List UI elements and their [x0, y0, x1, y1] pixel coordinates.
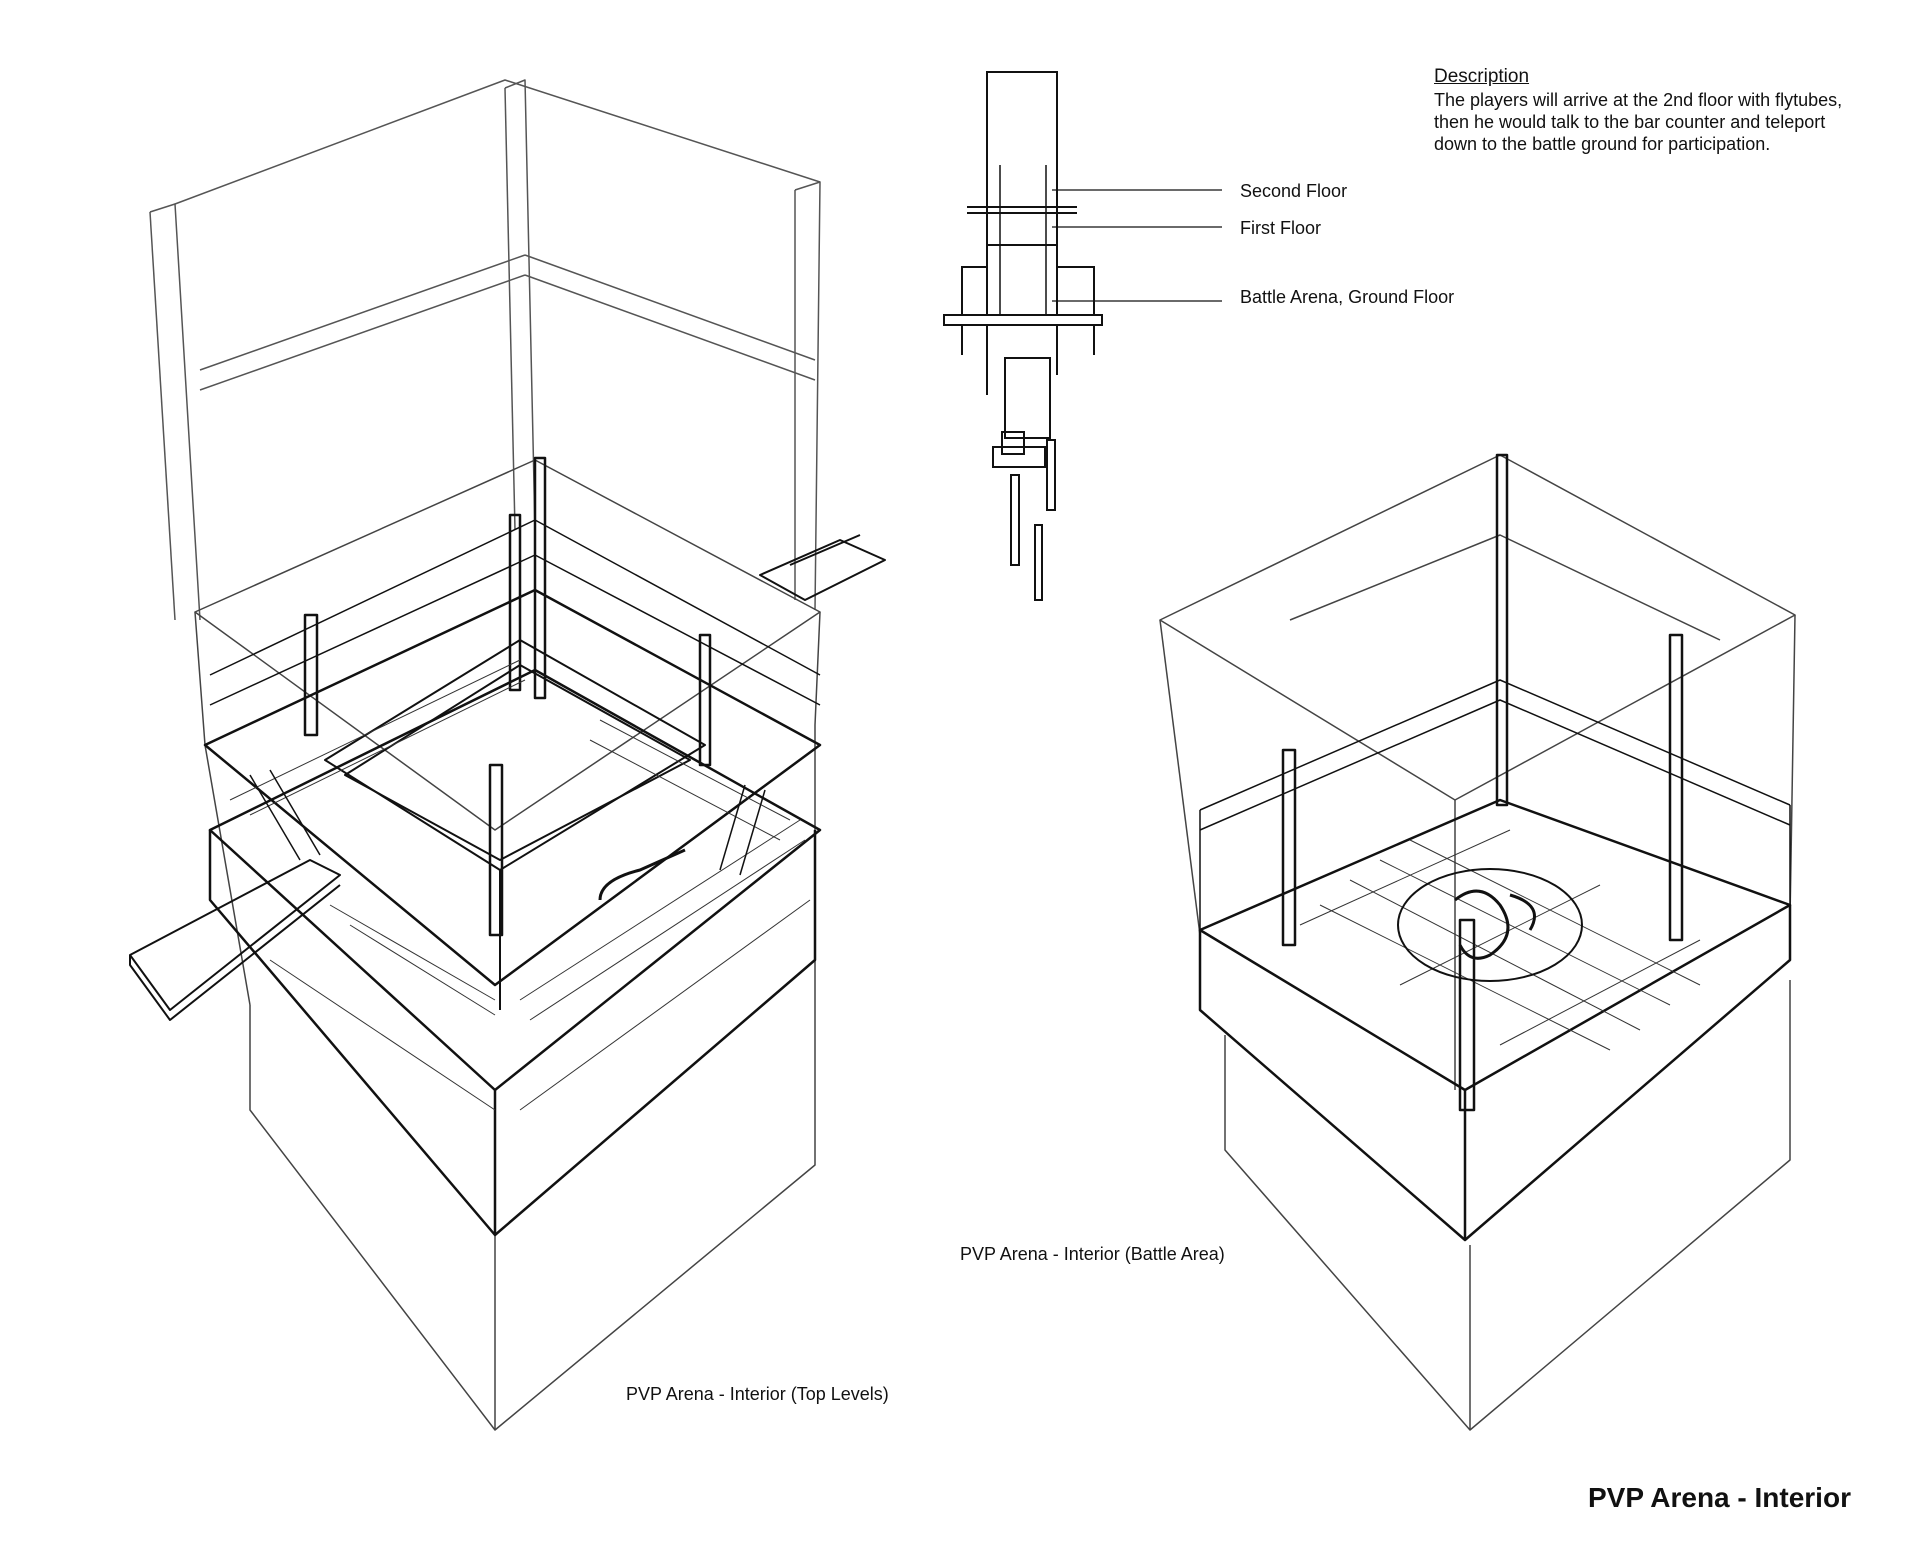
section-side-box-right	[1056, 266, 1095, 316]
battle-walls	[1199, 679, 1791, 930]
posts	[303, 456, 712, 937]
arena-floor-lines	[1299, 829, 1701, 1051]
battle-area-drawing	[1159, 453, 1796, 1431]
railing	[209, 519, 821, 706]
caption-top-levels: PVP Arena - Interior (Top Levels)	[626, 1384, 889, 1404]
outer-glass-box	[194, 459, 821, 1431]
description-line: The players will arrive at the 2nd floor…	[1434, 90, 1843, 110]
label-ground-floor: Battle Arena, Ground Floor	[1240, 287, 1455, 307]
bar-counter	[598, 848, 686, 901]
battle-plinth	[1224, 980, 1791, 1431]
description-heading: Description	[1434, 66, 1530, 87]
section-diagram	[943, 71, 1222, 601]
battle-floor-slab	[1198, 798, 1792, 1242]
stairwell-opening	[324, 639, 706, 1010]
plank-lines	[229, 659, 811, 1111]
battle-glass-top	[1159, 454, 1796, 1090]
section-tube	[1010, 474, 1020, 566]
flytube-bridge-right	[759, 534, 886, 601]
caption-battle-area: PVP Arena - Interior (Battle Area)	[960, 1244, 1225, 1264]
description-line: then he would talk to the bar counter an…	[1434, 112, 1826, 132]
section-ground-slab	[943, 314, 1103, 326]
description-line: down to the battle ground for participat…	[1434, 134, 1771, 154]
section-tube	[1046, 439, 1056, 511]
section-tube	[992, 446, 1046, 468]
section-tube	[1004, 357, 1051, 439]
label-first-floor: First Floor	[1240, 218, 1321, 238]
section-tube	[1001, 431, 1025, 455]
section-side-box-left	[961, 266, 988, 316]
ladders	[249, 769, 766, 876]
sheet-title: PVP Arena - Interior	[1588, 1482, 1851, 1513]
upper-frame	[149, 79, 821, 621]
battle-posts	[1281, 453, 1684, 1112]
section-tube	[1034, 524, 1043, 601]
label-second-floor: Second Floor	[1240, 181, 1348, 201]
top-levels-drawing	[129, 79, 886, 1431]
flytube-bridge-left	[129, 859, 341, 1021]
arena-emblem	[1397, 868, 1583, 982]
